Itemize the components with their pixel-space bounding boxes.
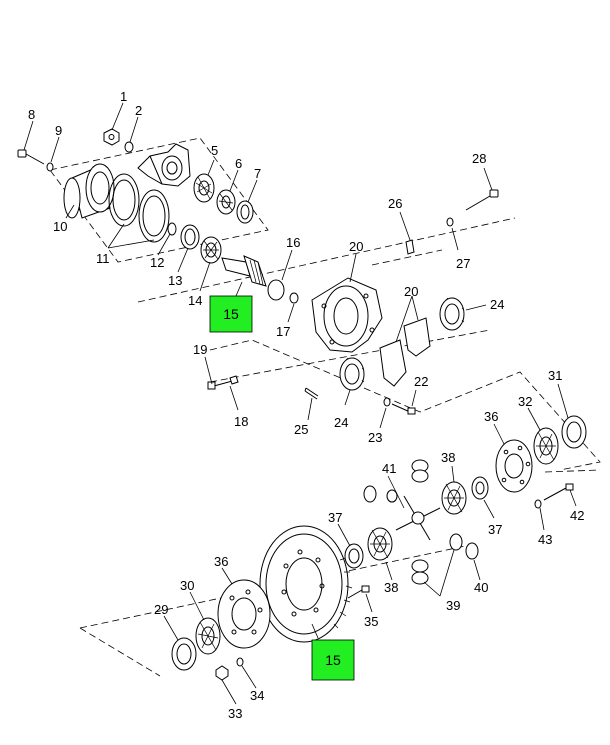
leader-lines	[23, 102, 577, 705]
case-half-36-upper	[495, 439, 533, 493]
side-gear-38-lower	[367, 527, 393, 561]
callout-38b: 38	[384, 580, 398, 595]
callout-13: 13	[168, 273, 182, 288]
cover-10	[63, 163, 115, 219]
bolt-18-19	[207, 375, 239, 390]
highlight-box-bottom	[311, 639, 355, 681]
callout-30: 30	[180, 578, 194, 593]
washer-27	[446, 217, 454, 227]
bearing-5	[193, 173, 215, 203]
washer-9	[46, 162, 54, 172]
assembly-outlines	[49, 137, 601, 677]
yoke	[137, 143, 191, 187]
callout-25: 25	[294, 422, 308, 437]
callout-24a: 24	[490, 297, 504, 312]
pinion-shaft-15	[221, 255, 267, 287]
bolt-35	[347, 585, 370, 599]
callout-36a: 36	[484, 409, 498, 424]
callout-23: 23	[368, 430, 382, 445]
thrust-washer-37-lower	[344, 543, 364, 569]
bolt-8	[17, 149, 45, 165]
spacer-16	[267, 279, 285, 301]
callout-40: 40	[474, 580, 488, 595]
callout-41: 41	[382, 461, 396, 476]
callout-15-top: 15	[223, 306, 239, 322]
callout-10: 10	[53, 219, 67, 234]
ring-gear-15	[259, 525, 353, 643]
callout-27: 27	[456, 256, 470, 271]
callout-39: 39	[446, 598, 460, 613]
thrust-washer-37-upper	[471, 476, 489, 500]
callout-12: 12	[150, 255, 164, 270]
highlight-15-top[interactable]: 15	[209, 295, 253, 333]
callout-1: 1	[120, 89, 127, 104]
washer-2	[124, 141, 134, 153]
callout-37a: 37	[488, 522, 502, 537]
nut-33-washer-34	[215, 657, 244, 681]
nut-1	[103, 128, 120, 146]
callout-labels: 1 2 8 9 10 11 12 13 14 5 6 7 16 17 20 20…	[28, 89, 584, 721]
callout-22: 22	[414, 374, 428, 389]
spider-41	[395, 495, 441, 541]
bearing-30	[195, 617, 221, 655]
callout-29: 29	[154, 602, 168, 617]
callout-19: 19	[193, 342, 207, 357]
side-gear-38-upper	[441, 481, 467, 515]
callout-32: 32	[518, 394, 532, 409]
callout-6: 6	[235, 156, 242, 171]
callout-24b: 24	[334, 415, 348, 430]
callout-35: 35	[364, 614, 378, 629]
highlight-box-top	[209, 295, 253, 333]
callout-26: 26	[388, 196, 402, 211]
callout-42: 42	[570, 508, 584, 523]
bolt-22-23	[383, 397, 416, 415]
callout-17: 17	[276, 324, 290, 339]
callout-8: 8	[28, 107, 35, 122]
callout-37b: 37	[328, 510, 342, 525]
upper-assembly-parts	[17, 128, 499, 415]
highlight-15-bottom[interactable]: 15	[311, 639, 355, 681]
bolt-28	[465, 189, 499, 211]
callout-38a: 38	[441, 450, 455, 465]
callout-7: 7	[254, 166, 261, 181]
bearing-32	[533, 427, 559, 465]
race-29	[171, 637, 197, 671]
callout-15-bottom: 15	[325, 652, 341, 668]
spacer-12	[167, 222, 177, 236]
bearing-caps-20	[379, 317, 431, 387]
callout-5: 5	[211, 143, 218, 158]
race-7	[236, 200, 254, 224]
shims-11	[108, 173, 170, 243]
callout-28: 28	[472, 151, 486, 166]
callout-34: 34	[250, 688, 264, 703]
callout-2: 2	[135, 103, 142, 118]
callout-20a: 20	[349, 239, 363, 254]
cotter-pin-25	[304, 387, 319, 400]
pinion-gears-39	[363, 459, 463, 585]
race-31	[561, 415, 587, 449]
washer-17	[289, 292, 299, 304]
race-13	[180, 224, 200, 250]
callout-43: 43	[538, 532, 552, 547]
callout-16: 16	[286, 235, 300, 250]
callout-9: 9	[55, 123, 62, 138]
callout-33: 33	[228, 706, 242, 721]
callout-11: 11	[96, 251, 110, 266]
callout-36b: 36	[214, 554, 228, 569]
callout-20b: 20	[404, 284, 418, 299]
lower-assembly-parts	[171, 415, 587, 681]
callout-14: 14	[188, 293, 202, 308]
callout-18: 18	[234, 414, 248, 429]
bearing-6	[216, 189, 236, 215]
lock-26	[405, 239, 415, 255]
washer-40	[465, 542, 479, 560]
callout-31: 31	[548, 368, 562, 383]
bolt-42-washer-43	[534, 483, 574, 509]
case-half-36-lower	[217, 579, 271, 649]
adjuster-24-upper	[439, 297, 465, 331]
carrier-20	[311, 277, 383, 353]
adjuster-24-lower	[339, 357, 365, 391]
bearing-14	[200, 236, 222, 264]
